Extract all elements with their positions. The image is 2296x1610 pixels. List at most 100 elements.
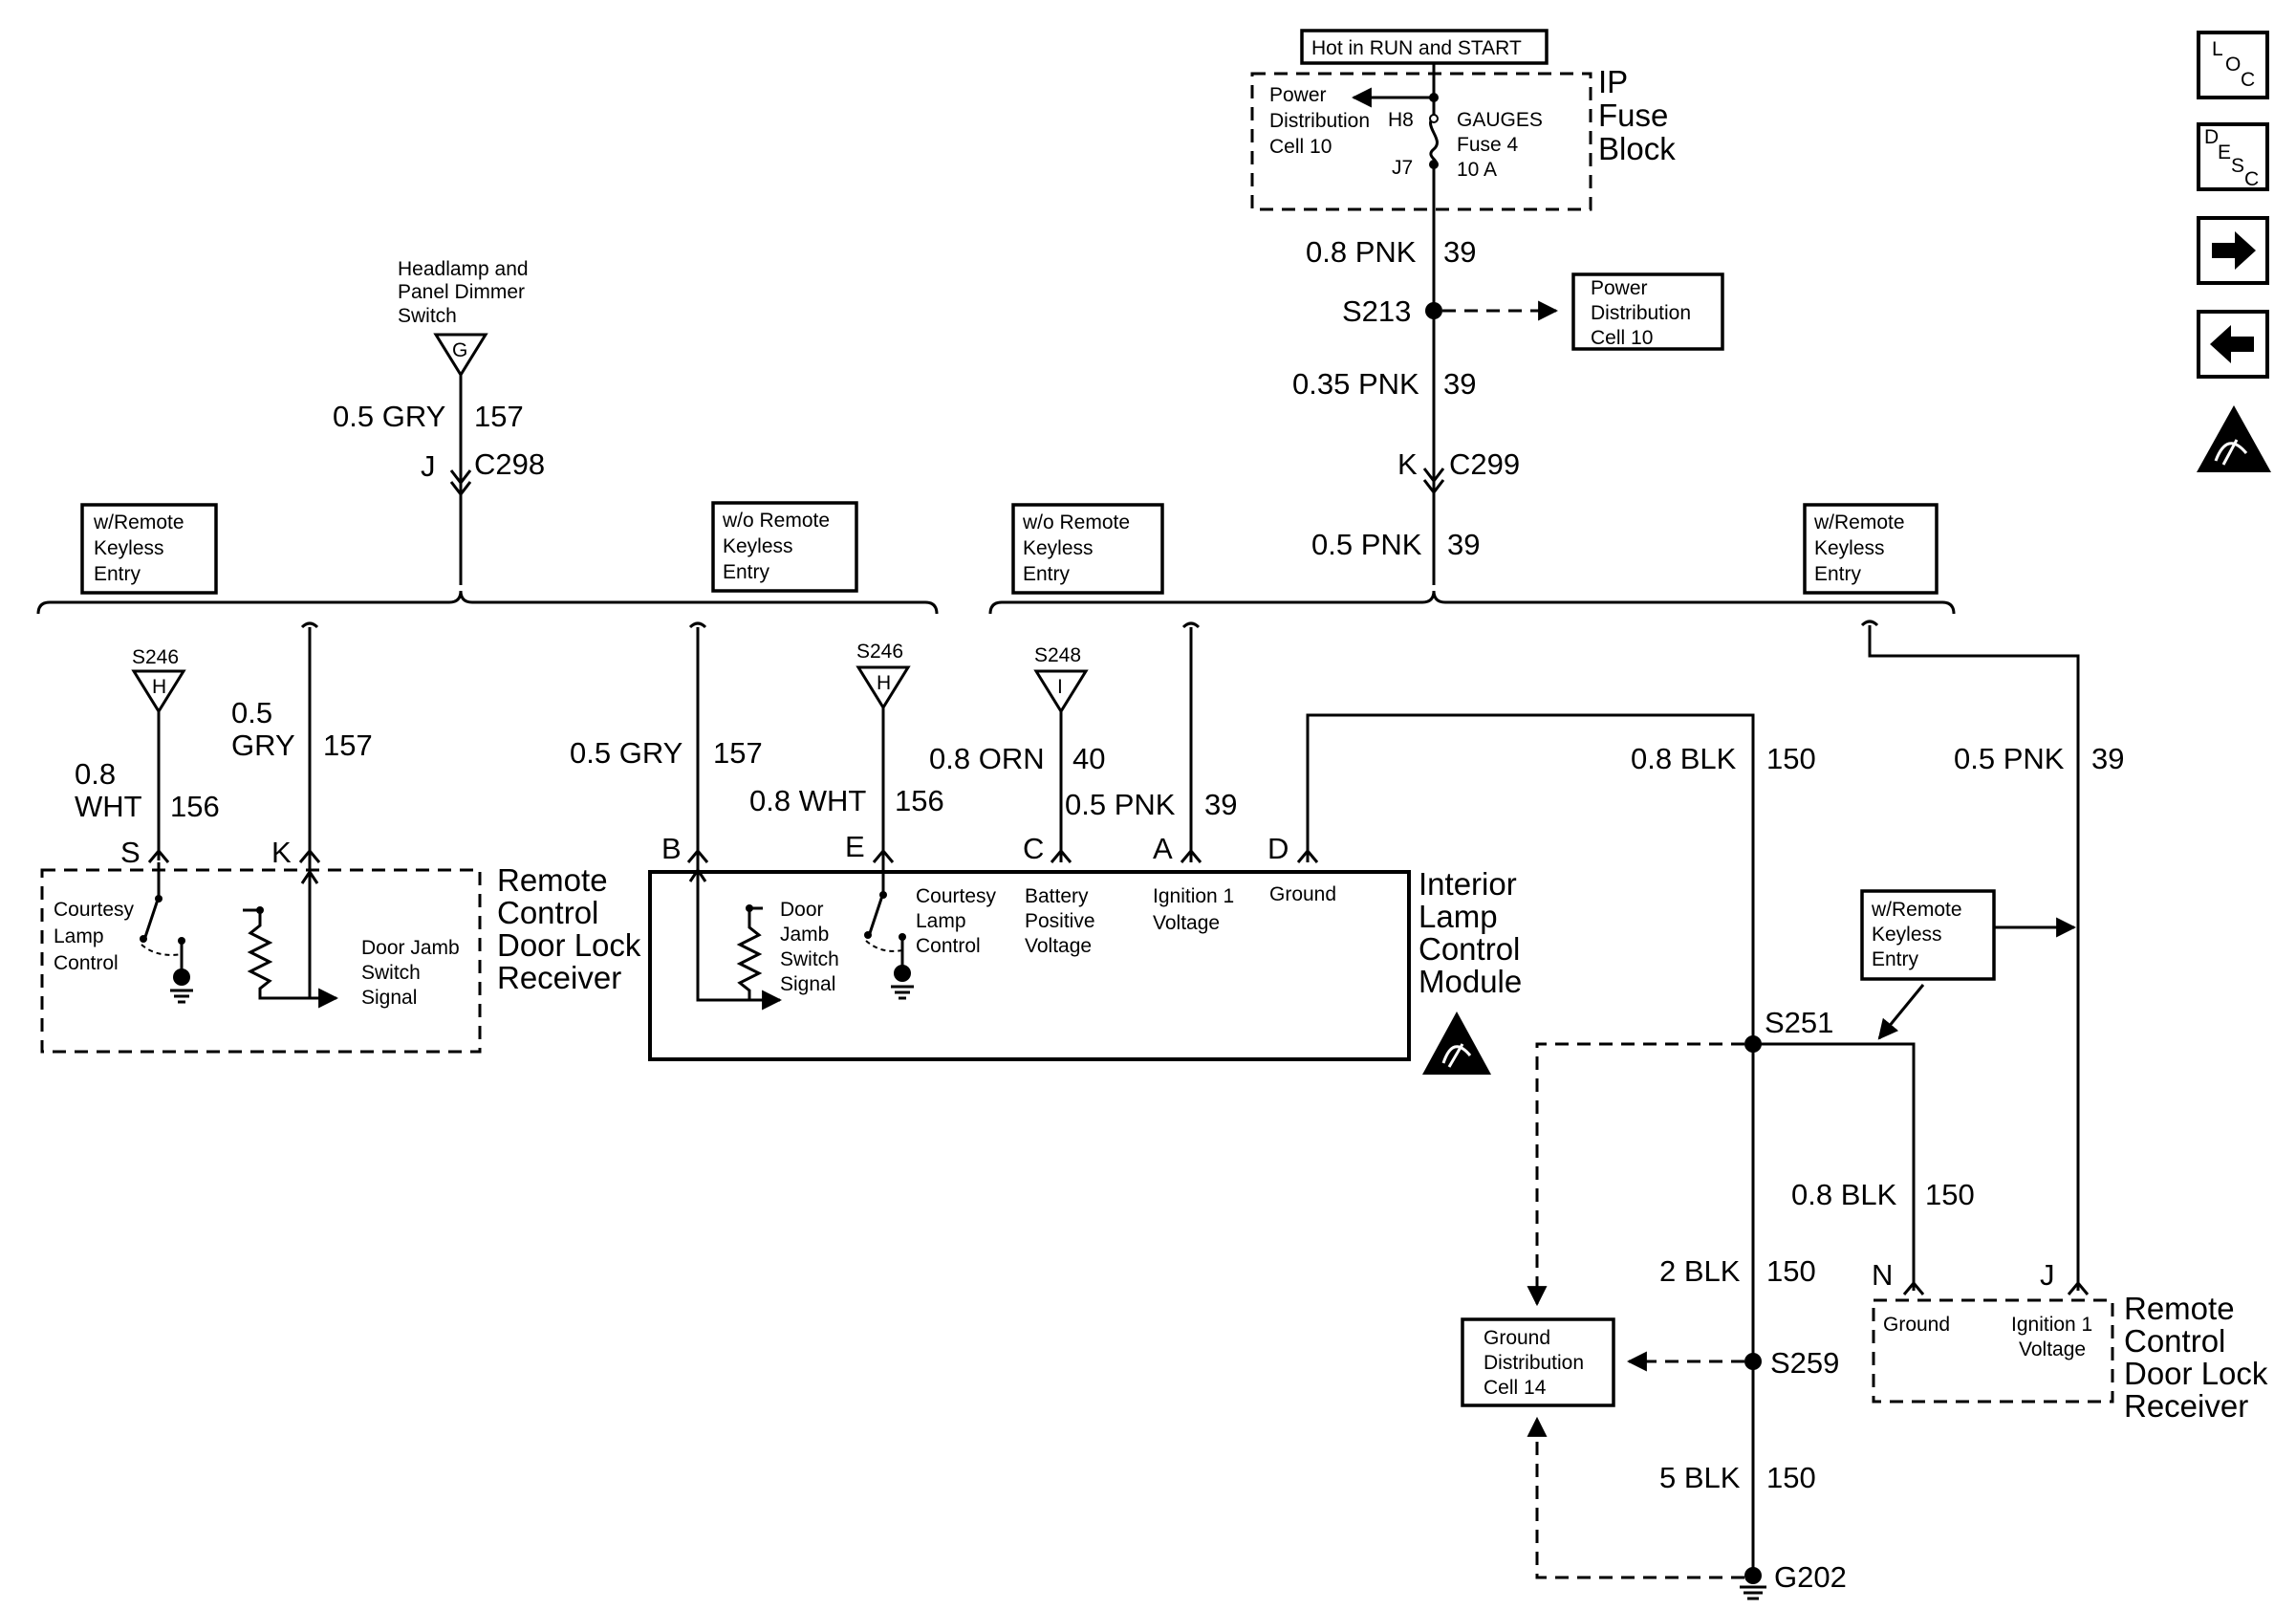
wire-157-module-break	[688, 621, 707, 629]
right-wore-line1: w/o Remote	[1022, 511, 1130, 533]
conn-a-module	[1180, 848, 1202, 863]
pin-a-label: A	[1153, 832, 1173, 865]
headlamp-line1: Headlamp and	[398, 258, 529, 280]
s246-h-left: H	[152, 676, 166, 698]
module-line2: Lamp	[1419, 899, 1498, 934]
wire-157-left-break	[300, 621, 319, 629]
right-receiver-ign1: Ignition 1	[2011, 1314, 2092, 1336]
conn-k-left	[298, 848, 321, 863]
left-courtesy-line1: Courtesy	[54, 899, 135, 921]
left-switch-pivot	[178, 937, 185, 945]
wire-2-blk-label: 2 BLK	[1659, 1254, 1741, 1288]
wire-39-label-right: 39	[2091, 742, 2124, 775]
fuse-block-outline	[1250, 72, 1592, 211]
pin-j-right-label: J	[2040, 1258, 2055, 1292]
option-brace-left: w/Remote Keyless Entry w/o Remote Keyles…	[36, 501, 939, 615]
left-wre-line2: Keyless	[94, 537, 164, 559]
pin-k-label: K	[271, 836, 292, 869]
s246-h-module: H	[877, 672, 891, 694]
right-wore-option-box	[1011, 503, 1164, 595]
wire-150-label-c: 150	[1766, 1461, 1816, 1494]
conn-b-module	[686, 848, 709, 863]
headlamp-g-label: G	[452, 339, 467, 361]
gd-box-line1: Ground	[1484, 1327, 1550, 1349]
fuse-pd-line2: Distribution	[1269, 110, 1370, 132]
left-receiver-line1: Remote	[497, 862, 608, 898]
left-wore-line3: Entry	[723, 561, 770, 583]
wire-05-pnk-label-a: 0.5 PNK	[1311, 528, 1422, 561]
s246-h-triangle-left	[131, 669, 186, 714]
s251-label: S251	[1765, 1006, 1833, 1039]
gauges-fuse-line1: GAUGES	[1457, 109, 1543, 131]
module-courtesy-line2: Lamp	[916, 910, 966, 932]
option-brace-right: w/o Remote Keyless Entry w/Remote Keyles…	[988, 503, 1956, 615]
left-jamb-line3: Signal	[361, 987, 417, 1009]
wire-39-label-module: 39	[1204, 788, 1237, 821]
left-ground-symbol	[170, 989, 193, 1004]
interior-lamp-module-circuit: 0.5 GRY 157 B S246 H 0.8 WHT 156 E S248 …	[570, 621, 1816, 1075]
module-jamb-line3: Switch	[780, 948, 839, 970]
right-wre-line2: Keyless	[1814, 537, 1885, 559]
location-button[interactable]: L O C	[2197, 31, 2269, 99]
pin-s-label: S	[120, 836, 141, 869]
wire-08-wht-module: 0.8 WHT	[749, 784, 866, 817]
s259-label: S259	[1770, 1346, 1839, 1380]
s213-label: S213	[1342, 294, 1411, 328]
right-wre-line1: w/Remote	[1813, 511, 1905, 533]
s259-splice	[1744, 1353, 1762, 1370]
wire-150-label-b: 150	[1766, 1254, 1816, 1288]
module-batt-line3: Voltage	[1025, 935, 1092, 957]
right-wre-lower-line3: Entry	[1872, 948, 1919, 970]
pin-e-label: E	[845, 830, 865, 863]
wire-08-wht-b-left: WHT	[75, 790, 142, 823]
left-wore-line1: w/o Remote	[722, 510, 830, 532]
pin-d-label: D	[1267, 832, 1289, 865]
desc-s: S	[2231, 155, 2244, 177]
ground-distribution-cell14-box[interactable]	[1461, 1317, 1615, 1407]
wire-157-label-left: 157	[323, 729, 373, 762]
desc-c: C	[2244, 168, 2259, 190]
gd-box-line2: Distribution	[1484, 1352, 1584, 1374]
description-button[interactable]: D E S C	[2197, 122, 2269, 191]
left-wore-line2: Keyless	[723, 535, 793, 557]
headlamp-switch-triangle	[433, 333, 488, 378]
g202-dashed-to-gd	[1527, 1416, 1744, 1579]
left-jamb-line1: Door Jamb	[361, 937, 460, 959]
left-switch-dot-a	[155, 895, 162, 903]
conn-n-right	[1902, 1280, 1925, 1295]
right-receiver-ground: Ground	[1883, 1314, 1950, 1336]
ground-circuit: S251 2 BLK 150 S259 5 BLK 150 G202 Groun…	[1461, 1006, 1847, 1600]
previous-arrow-button[interactable]	[2197, 310, 2269, 379]
left-receiver-outline	[40, 868, 482, 1054]
c299-k-label: K	[1397, 447, 1418, 481]
module-switch-dot-b	[864, 931, 872, 939]
pd-box-line1: Power	[1591, 277, 1648, 299]
wire-150-ground-module	[1306, 713, 1755, 1042]
fuse-block-title-block: Block	[1598, 131, 1676, 166]
wire-39-label-b: 39	[1443, 367, 1476, 401]
wire-156-label-module: 156	[895, 784, 944, 817]
gauges-fuse-line2: Fuse 4	[1457, 134, 1519, 156]
conn-e-module	[872, 848, 895, 863]
module-switch-dot-a	[879, 891, 887, 899]
left-switch-ground-node	[173, 968, 190, 986]
right-wre-option-box-lower	[1860, 889, 1996, 981]
next-arrow-button[interactable]	[2197, 216, 2269, 285]
left-wore-option-box	[711, 501, 858, 593]
left-wre-line1: w/Remote	[93, 511, 184, 533]
s248-i: I	[1057, 676, 1063, 698]
power-distribution-cell10-box[interactable]	[1571, 272, 1724, 351]
wire-150-label-a: 150	[1766, 742, 1816, 775]
pin-c-label: C	[1023, 832, 1044, 865]
wire-39-right-break	[1860, 620, 1879, 627]
pin-n-label: N	[1872, 1258, 1893, 1292]
esd-warning-icon[interactable]	[2197, 405, 2271, 472]
conn-d-module	[1296, 848, 1319, 863]
wire-39-module-break	[1181, 621, 1201, 629]
left-jamb-circuit	[243, 908, 310, 1000]
pd-box-line2: Distribution	[1591, 302, 1691, 324]
arrow-right-icon	[2212, 231, 2256, 270]
right-receiver-ign2: Voltage	[2019, 1338, 2086, 1360]
wire-157-label-a: 157	[474, 400, 524, 433]
